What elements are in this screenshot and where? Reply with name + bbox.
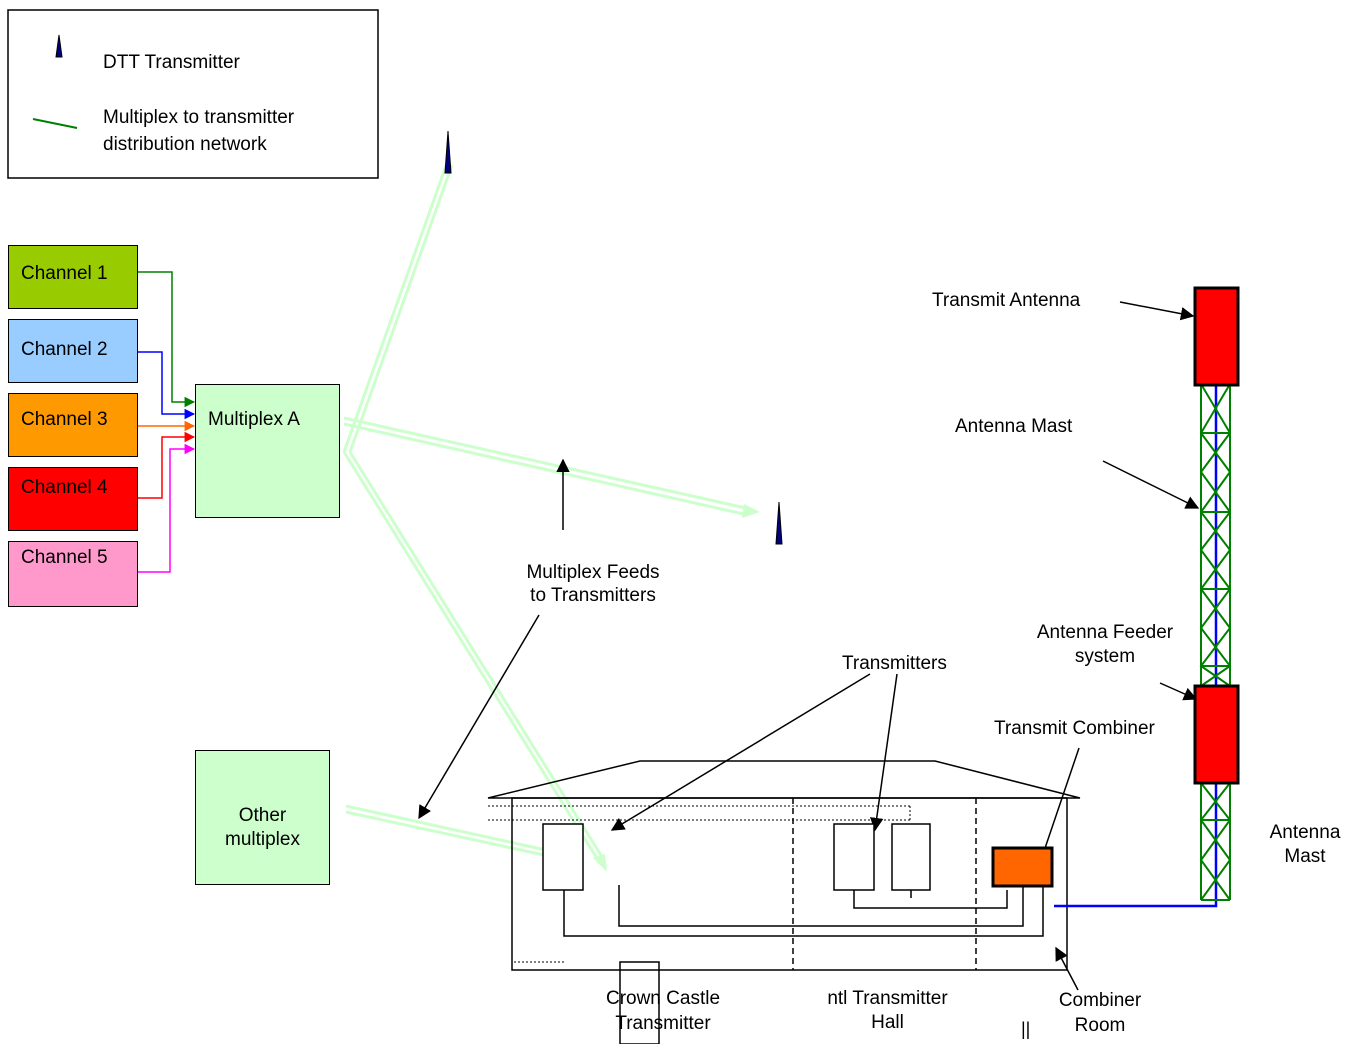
ntl-hall-label-line2: Hall (871, 1012, 904, 1033)
channel-3-box: Channel 3 (8, 393, 138, 457)
antenna-feeder-label-line2: system (1074, 646, 1136, 667)
crown-castle-small-box (619, 961, 660, 1044)
antenna-mast-right-label-line2: Mast (1284, 846, 1326, 867)
feeds-label-line2: to Transmitters (530, 585, 656, 606)
channel-2-label: Channel 2 (21, 339, 108, 360)
channel-3-label: Channel 3 (21, 409, 108, 430)
ntl-transmitter-unit-2 (891, 823, 931, 891)
crown-castle-transmitter-unit (542, 823, 584, 891)
ntl-transmitter-unit-1 (833, 823, 875, 891)
antenna-mast (1199, 383, 1232, 901)
transmitter-building (487, 760, 1081, 971)
antenna-feeder-line (1054, 384, 1218, 908)
transmit-antenna-label: Transmit Antenna (932, 290, 1081, 311)
transmitter-icon-right (775, 501, 783, 545)
feed-arrowhead-right (742, 504, 760, 518)
stray-mark: || (1021, 1019, 1031, 1039)
legend-network-label-line1: Multiplex to transmitter (103, 107, 295, 128)
channel-2-box: Channel 2 (8, 319, 138, 383)
channel-1-box: Channel 1 (8, 245, 138, 309)
legend-transmitter-icon (55, 34, 63, 58)
transmit-antenna (1193, 286, 1240, 387)
feeds-label-line1: Multiplex Feeds (526, 562, 660, 583)
legend-box (7, 9, 379, 179)
pointer-arrows (418, 301, 1200, 991)
other-multiplex-label-line1: Other (238, 805, 287, 826)
transmit-combiner-unit (991, 846, 1054, 888)
crown-castle-label-line1: Crown Castle (605, 988, 721, 1009)
feed-arrowhead-crown (593, 854, 607, 872)
channel-4-label: Channel 4 (21, 477, 108, 498)
ntl-hall-label-line1: ntl Transmitter (827, 988, 948, 1009)
transmitter-icon-top (444, 130, 452, 174)
other-multiplex-box (195, 750, 330, 885)
other-multiplex-label-line2: multiplex (225, 829, 300, 850)
antenna-feeder-unit (1193, 684, 1240, 785)
channel-4-box: Channel 4 (8, 467, 138, 531)
transmit-combiner-label: Transmit Combiner (994, 718, 1155, 739)
channel-5-label: Channel 5 (21, 547, 108, 568)
combiner-room-label-line1: Combiner (1058, 990, 1142, 1011)
antenna-feeder-label-line1: Antenna Feeder (1036, 622, 1174, 643)
multiplex-a-box: Multiplex A (195, 384, 340, 518)
channel-wires (138, 271, 196, 573)
multiplex-a-label: Multiplex A (208, 409, 300, 430)
antenna-mast-right-label-line1: Antenna (1269, 822, 1341, 843)
transmitters-label: Transmitters (842, 653, 947, 674)
legend-transmitter-label: DTT Transmitter (103, 52, 240, 73)
combiner-room-label-line2: Room (1074, 1015, 1126, 1036)
channel-1-label: Channel 1 (21, 263, 108, 284)
crown-castle-label-line2: Transmitter (615, 1013, 711, 1034)
channel-5-box: Channel 5 (8, 541, 138, 607)
feed-lines (342, 162, 751, 861)
legend-network-line (32, 118, 78, 129)
legend-network-label-line2: distribution network (103, 134, 267, 155)
antenna-mast-label: Antenna Mast (955, 416, 1073, 437)
